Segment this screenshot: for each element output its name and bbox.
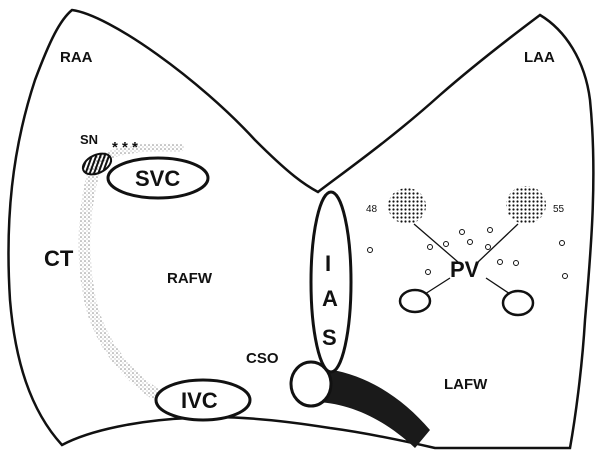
label-cso: CSO <box>246 350 279 367</box>
label-ct: CT <box>44 246 74 271</box>
label-55: 55 <box>553 204 565 215</box>
pv-line-left-lower <box>425 278 450 294</box>
label-ias-i: I <box>325 251 331 276</box>
label-rafw: RAFW <box>167 270 213 287</box>
pv-line-right-upper <box>478 224 518 262</box>
label-raa: RAA <box>60 49 93 66</box>
label-ivc: IVC <box>181 388 218 413</box>
label-lafw: LAFW <box>444 376 488 393</box>
label-pv: PV <box>450 257 480 282</box>
label-ias-s: S <box>322 325 337 350</box>
pv-cluster-left <box>388 188 426 224</box>
pv-oval-right <box>503 291 533 315</box>
label-laa: LAA <box>524 49 555 66</box>
label-stars: * * * <box>112 139 138 156</box>
label-48: 48 <box>366 204 378 215</box>
label-sn: SN <box>80 132 98 147</box>
label-ias-a: A <box>322 286 338 311</box>
pv-cluster-right <box>506 186 546 224</box>
pv-oval-left <box>400 290 430 312</box>
crista-terminalis-band <box>85 168 165 400</box>
pv-line-right-lower <box>486 278 510 294</box>
label-svc: SVC <box>135 166 180 191</box>
